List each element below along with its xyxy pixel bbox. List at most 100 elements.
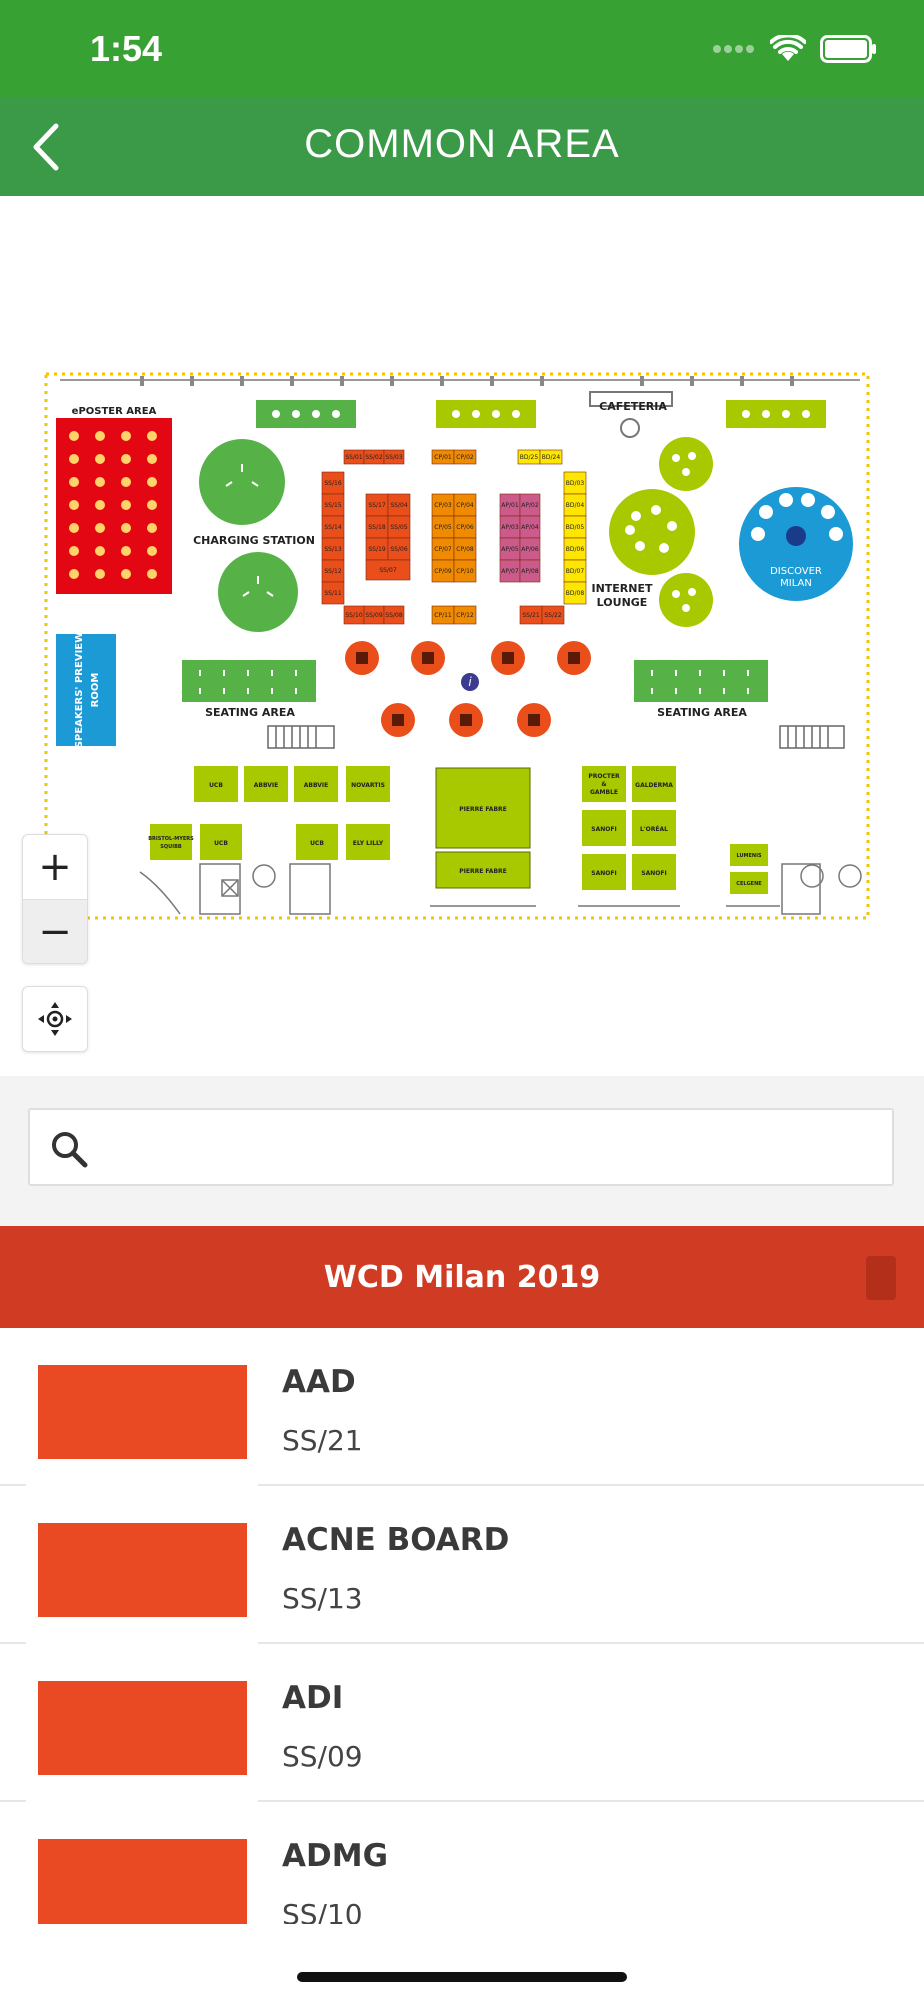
seating-area-right[interactable] <box>634 660 768 702</box>
eposter-station <box>121 477 131 487</box>
booth-code: SS/10 <box>345 612 362 619</box>
event-header-handle[interactable] <box>866 1256 896 1300</box>
booth-sanofi[interactable] <box>582 854 626 890</box>
booth-eli-lilly[interactable] <box>346 824 390 860</box>
booth-label: GALDERMA <box>635 782 673 789</box>
eposter-station <box>69 569 79 579</box>
booth-sanofi[interactable] <box>582 810 626 846</box>
booth-ap[interactable] <box>519 559 541 583</box>
search-box[interactable] <box>28 1108 894 1186</box>
eposter-station <box>121 546 131 556</box>
booth-ucb[interactable] <box>296 824 338 860</box>
event-header[interactable]: WCD Milan 2019 <box>0 1226 924 1328</box>
booth-loreal[interactable] <box>632 810 676 846</box>
booth-galderma[interactable] <box>632 766 676 802</box>
booth-ss[interactable] <box>321 581 345 605</box>
eposter-label: ePOSTER AREA <box>72 406 157 417</box>
booth-sanofi[interactable] <box>632 854 676 890</box>
booth-code: AP/08 <box>521 568 539 575</box>
discover-label-2: MILAN <box>780 578 812 589</box>
booth-code: AP/01 <box>501 502 519 509</box>
booth-ucb[interactable] <box>200 824 242 860</box>
booth-ss[interactable] <box>383 605 405 625</box>
status-icons <box>712 34 878 64</box>
booth-bristol-myers-squibb[interactable] <box>150 824 192 860</box>
list-item-code: SS/13 <box>282 1582 363 1615</box>
zoom-in-button[interactable]: + <box>23 835 87 900</box>
booth-label: UCB <box>209 782 223 789</box>
eposter-station <box>95 500 105 510</box>
booth-ss[interactable] <box>365 559 411 581</box>
back-button[interactable] <box>22 120 76 174</box>
booth-code: SS/18 <box>368 524 385 531</box>
bench-row <box>256 400 356 428</box>
booth-code: SS/12 <box>324 568 341 575</box>
list-item[interactable]: AAD SS/21 <box>0 1328 924 1486</box>
eposter-station <box>69 546 79 556</box>
event-title: WCD Milan 2019 <box>323 1259 601 1295</box>
color-swatch <box>38 1839 247 1924</box>
booth-ss[interactable] <box>383 449 405 465</box>
signal-dots-icon <box>713 45 754 53</box>
info-point[interactable] <box>461 673 479 691</box>
booth-code: SS/05 <box>390 524 407 531</box>
booth-pierre-fabre[interactable] <box>435 767 531 849</box>
booth-ucb[interactable] <box>194 766 238 802</box>
seating-right-label: SEATING AREA <box>657 706 747 719</box>
color-swatch <box>38 1523 247 1617</box>
wifi-icon <box>770 35 806 61</box>
booth-cp[interactable] <box>453 605 477 625</box>
booth-code: CP/07 <box>434 546 452 553</box>
search-input[interactable] <box>110 1120 874 1176</box>
booth-abbvie[interactable] <box>244 766 288 802</box>
booth-code: AP/07 <box>501 568 519 575</box>
booth-code: SS/08 <box>385 612 402 619</box>
booth-pierre-fabre[interactable] <box>435 851 531 889</box>
nav-bar: COMMON AREA <box>0 98 924 196</box>
eposter-station <box>121 569 131 579</box>
search-icon <box>52 1132 88 1168</box>
zoom-out-button[interactable]: − <box>23 900 87 963</box>
booth-cp[interactable] <box>453 559 477 583</box>
booth-code: SS/19 <box>368 546 385 553</box>
booth-cp[interactable] <box>453 449 477 465</box>
cafeteria-table <box>620 418 640 438</box>
divider-gap <box>26 1800 258 1802</box>
booth-novartis[interactable] <box>346 766 390 802</box>
booth-label: & <box>601 781 606 788</box>
booth-code: SS/21 <box>522 612 539 619</box>
divider <box>0 1642 924 1644</box>
booth-code: BD/08 <box>566 590 585 597</box>
charging-label: CHARGING STATION <box>193 534 315 547</box>
eposter-station <box>147 546 157 556</box>
booth-ss[interactable] <box>541 605 565 625</box>
cafeteria-label: CAFETERIA <box>599 400 667 413</box>
speakers-preview-room[interactable] <box>56 634 116 746</box>
booth-celgene[interactable] <box>730 872 768 894</box>
booth-code: BD/06 <box>566 546 585 553</box>
booth-lumenis[interactable] <box>730 844 768 866</box>
page-title: COMMON AREA <box>304 122 620 166</box>
floor-plan[interactable]: CAFETERIA ePOSTER AREA SPEAKERS' PREVIEW… <box>0 196 924 1076</box>
booth-bd[interactable] <box>539 449 563 465</box>
list-item[interactable]: ACNE BOARD SS/13 <box>0 1486 924 1644</box>
booth-code: AP/02 <box>521 502 539 509</box>
eposter-station <box>147 454 157 464</box>
list-item[interactable]: ADI SS/09 <box>0 1644 924 1802</box>
list-item[interactable]: ADMG SS/10 <box>0 1802 924 1924</box>
bench-row <box>436 400 536 428</box>
booth-label: ABBVIE <box>254 782 279 789</box>
booth-code: CP/02 <box>456 454 474 461</box>
speakers-label-1: SPEAKERS' PREVIEW <box>74 632 85 748</box>
eposter-station <box>95 477 105 487</box>
seating-area-left[interactable] <box>182 660 316 702</box>
color-swatch <box>38 1681 247 1775</box>
booth-procter-gamble[interactable] <box>582 766 626 802</box>
divider-gap <box>26 1642 258 1644</box>
eposter-station <box>95 569 105 579</box>
recenter-button[interactable] <box>22 986 88 1052</box>
booth-bd[interactable] <box>563 581 587 605</box>
floor-map[interactable]: CAFETERIA ePOSTER AREA SPEAKERS' PREVIEW… <box>0 196 924 1076</box>
eposter-station <box>147 477 157 487</box>
booth-abbvie[interactable] <box>294 766 338 802</box>
